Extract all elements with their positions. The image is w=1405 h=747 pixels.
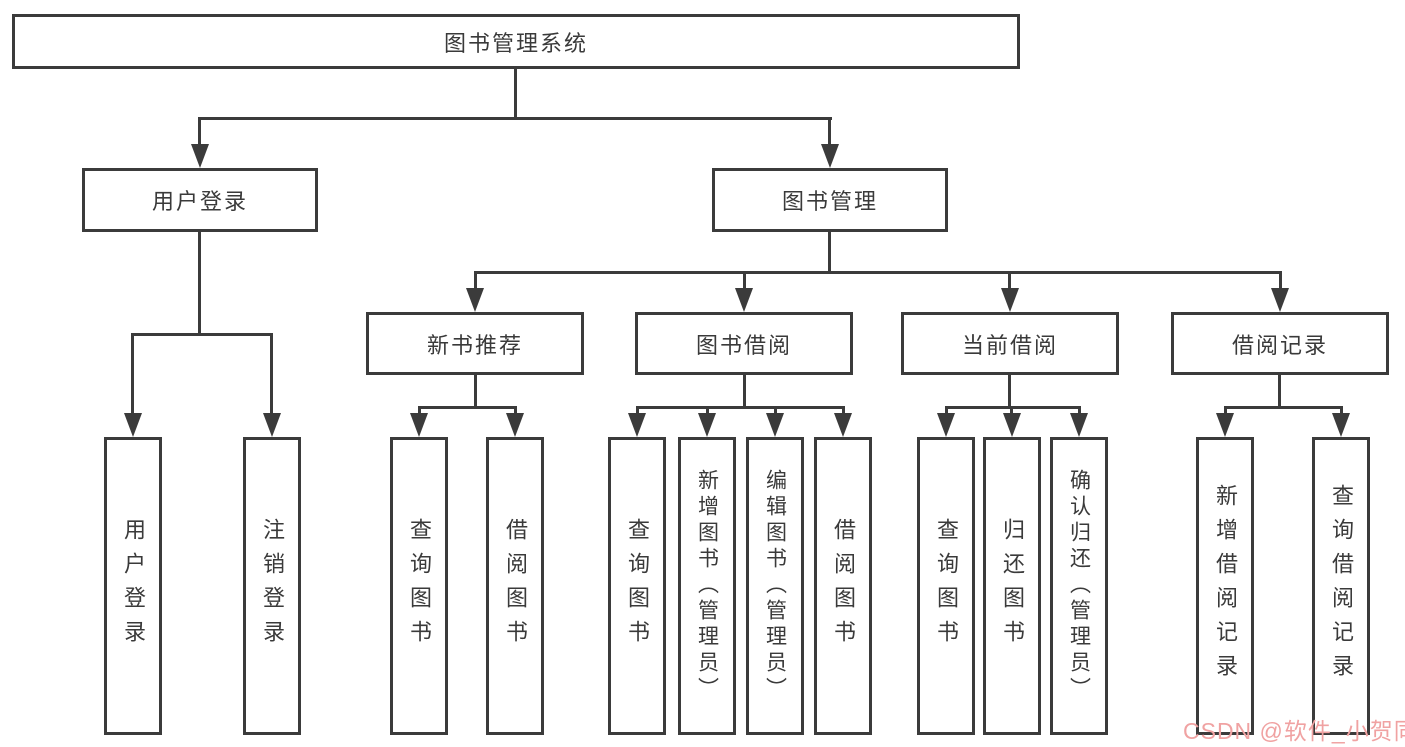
arrow-down-icon [410,413,428,437]
arrow-down-icon [698,413,716,437]
connector-line [474,271,477,291]
leaf-add-book-admin: 新增图书（管理员） [678,437,736,735]
connector-line [1008,271,1011,291]
leaf-edit-book-admin: 编辑图书（管理员） [746,437,804,735]
arrow-down-icon [937,413,955,437]
leaf-confirm-return-admin: 确认归还（管理员） [1050,437,1108,735]
leaf-label: 编辑图书（管理员） [763,469,787,703]
arrow-down-icon [834,413,852,437]
leaf-query-books-recommend: 查询图书 [390,437,448,735]
connector-line [1010,406,1013,418]
leaf-query-borrow-record: 查询借阅记录 [1312,437,1370,735]
node-current-borrow: 当前借阅 [901,312,1119,375]
leaf-label: 借阅图书 [831,518,856,654]
connector-line [198,232,201,335]
connector-line [1078,406,1081,418]
leaf-borrow-books: 借阅图书 [814,437,872,735]
connector-line [828,117,831,149]
node-borrow-records: 借阅记录 [1171,312,1389,375]
arrow-down-icon [628,413,646,437]
node-library-management-system: 图书管理系统 [12,14,1020,69]
arrow-down-icon [766,413,784,437]
connector-line [1008,375,1011,409]
connector-line [131,333,134,415]
leaf-label: 借阅图书 [503,518,528,654]
arrow-down-icon [1271,288,1289,312]
connector-line [1340,406,1343,418]
connector-line [198,117,201,149]
arrow-down-icon [466,288,484,312]
connector-line [636,406,845,409]
connector-line [1224,406,1342,409]
connector-line [828,232,831,273]
connector-line [774,406,777,418]
leaf-label: 新增借阅记录 [1213,484,1238,688]
arrow-down-icon [506,413,524,437]
connector-line [474,375,477,409]
arrow-down-icon [124,413,142,437]
leaf-label: 注销登录 [260,518,285,654]
arrow-down-icon [1001,288,1019,312]
connector-line [842,406,845,418]
leaf-label: 确认归还（管理员） [1067,469,1091,703]
connector-line [1224,406,1227,418]
leaf-label: 查询图书 [407,518,432,654]
arrow-down-icon [263,413,281,437]
leaf-label: 用户登录 [121,518,146,654]
leaf-logout: 注销登录 [243,437,301,735]
connector-line [743,271,746,291]
connector-line [636,406,639,418]
arrow-down-icon [735,288,753,312]
leaf-label: 查询图书 [625,518,650,654]
leaf-return-book: 归还图书 [983,437,1041,735]
leaf-query-books-current: 查询图书 [917,437,975,735]
leaf-user-login: 用户登录 [104,437,162,735]
arrow-down-icon [1070,413,1088,437]
connector-line [1278,375,1281,409]
leaf-label: 查询图书 [934,518,959,654]
arrow-down-icon [1216,413,1234,437]
connector-line [945,406,948,418]
arrow-down-icon [821,144,839,168]
connector-line [514,406,517,418]
leaf-add-borrow-record: 新增借阅记录 [1196,437,1254,735]
connector-line [514,69,517,119]
leaf-label: 新增图书（管理员） [695,469,719,703]
arrow-down-icon [1332,413,1350,437]
node-user-login: 用户登录 [82,168,318,232]
connector-line [418,406,517,409]
connector-line [1279,271,1282,291]
connector-line [270,333,273,415]
arrow-down-icon [1003,413,1021,437]
arrow-down-icon [191,144,209,168]
leaf-query-books-borrow: 查询图书 [608,437,666,735]
connector-line [131,333,273,336]
connector-line [418,406,421,418]
connector-line [706,406,709,418]
connector-line [743,375,746,409]
node-new-book-recommend: 新书推荐 [366,312,584,375]
node-book-borrow: 图书借阅 [635,312,853,375]
watermark: CSDN @软件_小贺同学 [1183,718,1405,744]
leaf-borrow-books-recommend: 借阅图书 [486,437,544,735]
node-book-management: 图书管理 [712,168,948,232]
leaf-label: 查询借阅记录 [1329,484,1354,688]
connector-line [198,117,832,120]
leaf-label: 归还图书 [1000,518,1025,654]
connector-line [474,271,1282,274]
